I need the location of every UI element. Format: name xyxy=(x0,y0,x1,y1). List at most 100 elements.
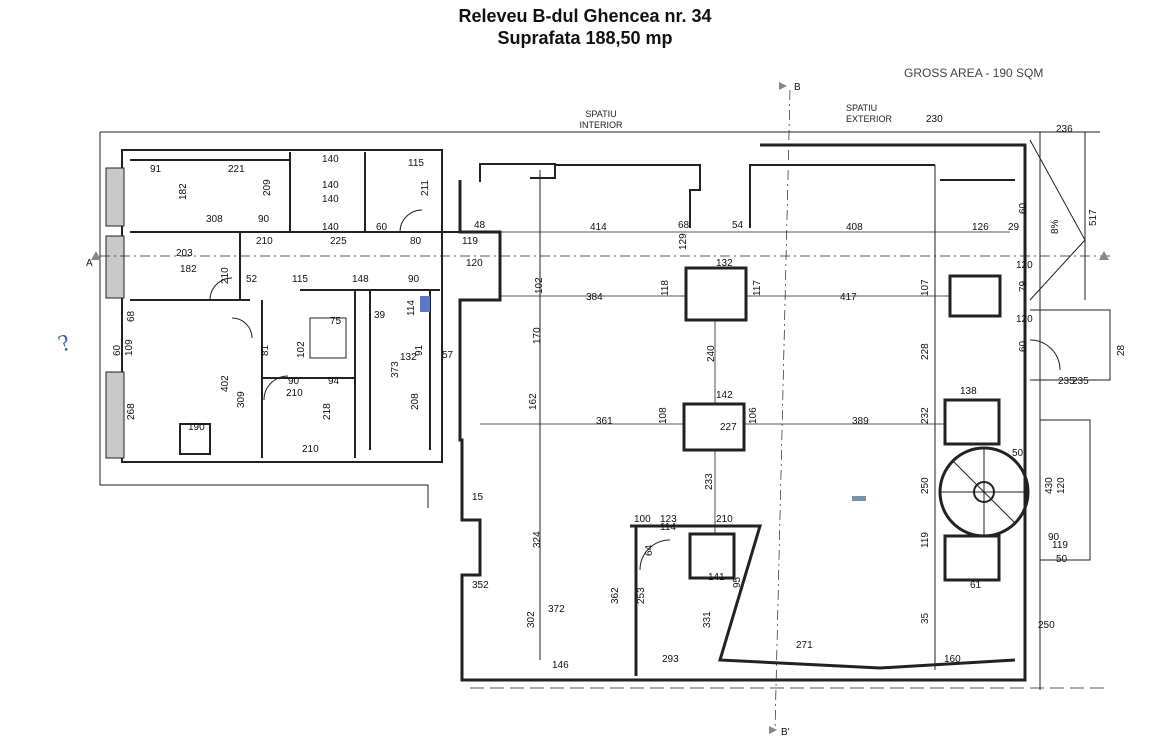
dimension-label: 52 xyxy=(246,274,258,285)
dimension-label: 235 xyxy=(1058,376,1075,387)
dimension-label: 94 xyxy=(328,376,340,387)
dimension-label: 132 xyxy=(400,352,417,363)
dimension-label: 221 xyxy=(228,164,245,175)
dimension-label: 109 xyxy=(124,339,135,356)
dimension-label: 203 xyxy=(176,248,193,259)
dimension-label: 119 xyxy=(462,236,478,247)
dimension-label: 208 xyxy=(410,393,421,410)
dimension-label: 408 xyxy=(846,222,863,233)
dimension-label: 517 xyxy=(1088,209,1099,226)
dimension-label: 28 xyxy=(1116,344,1127,356)
dimension-label: 68 xyxy=(126,310,137,322)
dimension-label: 250 xyxy=(920,477,931,494)
dimension-label: 142 xyxy=(716,390,733,401)
dimension-label: 126 xyxy=(972,222,989,233)
dimension-label: 50 xyxy=(1012,448,1024,459)
section-label-b-prime: B' xyxy=(781,727,790,738)
dimension-label: 117 xyxy=(752,280,763,296)
dimension-label: 140 xyxy=(322,180,339,191)
dimension-label: 417 xyxy=(840,292,857,303)
dimension-label: 90 xyxy=(258,214,270,225)
dimension-label: 95 xyxy=(732,576,743,588)
dimension-label: 120 xyxy=(1016,260,1033,271)
dimension-label: 120 xyxy=(466,258,483,269)
dimension-label: 240 xyxy=(706,345,717,362)
dimension-label: 211 xyxy=(420,180,431,196)
dimension-label: 331 xyxy=(702,611,713,628)
dimension-label: 389 xyxy=(852,416,869,427)
dimension-label: 60 xyxy=(1018,202,1029,214)
dimension-label: 115 xyxy=(292,274,308,285)
dimension-label: 60 xyxy=(376,222,388,233)
dimension-label: 91 xyxy=(414,344,425,356)
dimension-label: 119 xyxy=(920,532,931,548)
dimension-label: 250 xyxy=(1038,620,1055,631)
dimension-label: 79 xyxy=(1018,280,1029,292)
dimension-label: 373 xyxy=(390,361,401,378)
dimension-label: 61 xyxy=(970,580,982,591)
interior-space-label: SPATIU INTERIOR xyxy=(579,109,623,130)
dimension-label: 81 xyxy=(260,344,271,356)
dimension-label: 268 xyxy=(126,403,137,420)
dimension-label: 210 xyxy=(220,267,231,284)
dimension-label: 115 xyxy=(408,158,424,169)
dimension-label: 35 xyxy=(920,612,931,624)
dimension-label: 64 xyxy=(644,544,655,556)
dimension-label: 430 xyxy=(1044,477,1055,494)
dimension-label: 90 xyxy=(288,376,300,387)
dimension-label: 210 xyxy=(716,514,733,525)
dimension-label: 225 xyxy=(330,236,347,247)
dimension-label: 362 xyxy=(610,587,621,604)
dimension-label: 402 xyxy=(220,375,231,392)
dimension-label: 90 xyxy=(408,274,420,285)
dimension-label: 48 xyxy=(474,220,486,231)
dimension-label: 140 xyxy=(322,222,339,233)
dimension-label: 118 xyxy=(660,280,671,296)
dimension-label: 75 xyxy=(330,316,342,327)
dimension-label: 123 xyxy=(660,514,677,525)
section-label-b: B xyxy=(794,82,801,93)
gross-area-label: GROSS AREA - 190 SQM xyxy=(904,66,1044,80)
dimension-label: 361 xyxy=(596,416,613,427)
dimension-label: 162 xyxy=(528,393,539,410)
dimension-label: 60 xyxy=(1018,340,1029,352)
dimension-label: 146 xyxy=(552,660,569,671)
plan-title: Releveu B-dul Ghencea nr. 34 xyxy=(458,6,712,26)
dimension-label: 271 xyxy=(796,640,813,651)
dimension-label: 230 xyxy=(926,114,943,125)
dimension-label: 106 xyxy=(748,407,759,424)
dimension-label: 210 xyxy=(302,444,319,455)
dimension-label: 90 xyxy=(1048,532,1060,543)
dimension-label: 140 xyxy=(322,154,339,165)
dimension-label: 232 xyxy=(920,407,931,424)
dimension-label: 15 xyxy=(472,492,484,503)
dimension-label: 182 xyxy=(180,264,197,275)
dimension-label: 308 xyxy=(206,214,223,225)
dimension-label: 372 xyxy=(548,604,565,615)
dimension-label: 309 xyxy=(236,391,247,408)
exterior-space-label: SPATIU EXTERIOR xyxy=(846,103,893,124)
dimension-label: 414 xyxy=(590,222,607,233)
dimension-label: 102 xyxy=(296,341,307,358)
dimension-label: 141 xyxy=(708,572,725,583)
dimension-label: 170 xyxy=(532,327,543,344)
dimension-label: 352 xyxy=(472,580,489,591)
dimension-label: 160 xyxy=(944,654,961,665)
dimension-label: 324 xyxy=(532,531,543,548)
dimension-label: 132 xyxy=(716,258,733,269)
dimension-label: 29 xyxy=(1008,222,1020,233)
dimension-label: 253 xyxy=(636,587,647,604)
dimension-label: 228 xyxy=(920,343,931,360)
dimension-label: 182 xyxy=(178,183,189,200)
dimension-label: 302 xyxy=(526,611,537,628)
dimension-label: 114 xyxy=(406,300,417,316)
dimension-label: 100 xyxy=(634,514,651,525)
dimension-label: 218 xyxy=(322,403,333,420)
dimension-label: 68 xyxy=(678,220,690,231)
dimension-label: 210 xyxy=(256,236,273,247)
dimension-label: 120 xyxy=(1056,477,1067,494)
dimension-label: 102 xyxy=(534,277,545,294)
dimension-label: 57 xyxy=(442,350,454,361)
dimension-label: 227 xyxy=(720,422,737,433)
